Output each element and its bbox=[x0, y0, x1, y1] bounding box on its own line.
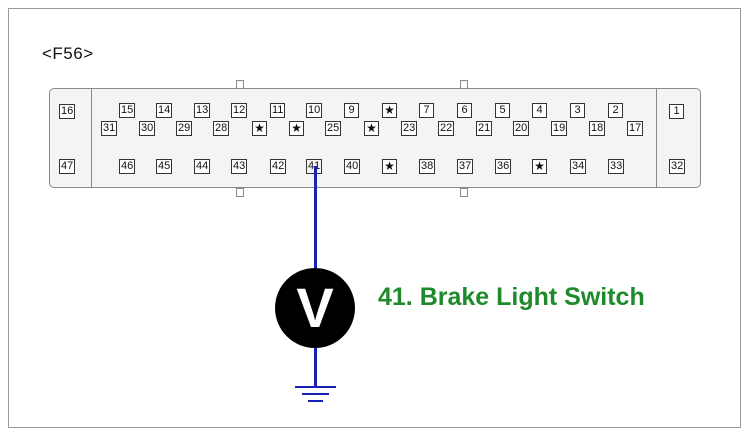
connector-tab-bottom-left bbox=[236, 188, 244, 197]
pin-45: 45 bbox=[156, 159, 173, 174]
pin-47: 47 bbox=[59, 159, 76, 174]
connector-divider-left bbox=[91, 89, 92, 187]
pin-17: 17 bbox=[627, 121, 644, 136]
pin-19: 19 bbox=[551, 121, 568, 136]
pin-43: 43 bbox=[231, 159, 248, 174]
connector-tab-bottom-right bbox=[460, 188, 468, 197]
pin-11: 11 bbox=[270, 103, 286, 118]
pin-34: 34 bbox=[570, 159, 587, 174]
connector-divider-right bbox=[656, 89, 657, 187]
pin-24-blank: ★ bbox=[364, 121, 379, 136]
pin-35-blank: ★ bbox=[532, 159, 547, 174]
signal-wire bbox=[314, 166, 317, 270]
pin-28: 28 bbox=[213, 121, 230, 136]
pin-21: 21 bbox=[476, 121, 493, 136]
diagram-frame bbox=[8, 8, 741, 428]
pin-46: 46 bbox=[119, 159, 136, 174]
pin-15: 15 bbox=[119, 103, 136, 118]
pin-8-blank: ★ bbox=[382, 103, 397, 118]
pin-32: 32 bbox=[669, 159, 686, 174]
pin-37: 37 bbox=[457, 159, 474, 174]
pin-7: 7 bbox=[419, 103, 434, 118]
connector-label: <F56> bbox=[42, 44, 94, 63]
connector-body bbox=[49, 88, 701, 188]
pin-36: 36 bbox=[495, 159, 512, 174]
ground-symbol-line-1 bbox=[295, 386, 336, 388]
pin-44: 44 bbox=[194, 159, 211, 174]
connector-tab-top-right bbox=[460, 80, 468, 89]
ground-wire bbox=[314, 346, 317, 386]
pin-3: 3 bbox=[570, 103, 585, 118]
pin-31: 31 bbox=[101, 121, 118, 136]
pin-12: 12 bbox=[231, 103, 248, 118]
pin-29: 29 bbox=[176, 121, 193, 136]
pin-4: 4 bbox=[532, 103, 547, 118]
pin-42: 42 bbox=[270, 159, 287, 174]
pin-41-callout: 41. Brake Light Switch bbox=[378, 283, 645, 311]
pin-22: 22 bbox=[438, 121, 455, 136]
pin-27-blank: ★ bbox=[252, 121, 267, 136]
pin-25: 25 bbox=[325, 121, 342, 136]
pin-40: 40 bbox=[344, 159, 361, 174]
pin-16: 16 bbox=[59, 104, 76, 119]
pin-2: 2 bbox=[608, 103, 623, 118]
pin-26-blank: ★ bbox=[289, 121, 304, 136]
voltmeter-icon: V bbox=[275, 268, 355, 348]
pin-13: 13 bbox=[194, 103, 211, 118]
ground-symbol-line-2 bbox=[302, 393, 329, 395]
pin-6: 6 bbox=[457, 103, 472, 118]
pin-20: 20 bbox=[513, 121, 530, 136]
pin-39-blank: ★ bbox=[382, 159, 397, 174]
pin-33: 33 bbox=[608, 159, 625, 174]
pin-9: 9 bbox=[344, 103, 359, 118]
ground-symbol-line-3 bbox=[308, 400, 323, 402]
pin-10: 10 bbox=[306, 103, 323, 118]
pin-5: 5 bbox=[495, 103, 510, 118]
pin-1: 1 bbox=[669, 104, 684, 119]
pin-23: 23 bbox=[401, 121, 418, 136]
pin-30: 30 bbox=[139, 121, 156, 136]
pin-14: 14 bbox=[156, 103, 173, 118]
connector-tab-top-left bbox=[236, 80, 244, 89]
pin-38: 38 bbox=[419, 159, 436, 174]
pin-18: 18 bbox=[589, 121, 606, 136]
